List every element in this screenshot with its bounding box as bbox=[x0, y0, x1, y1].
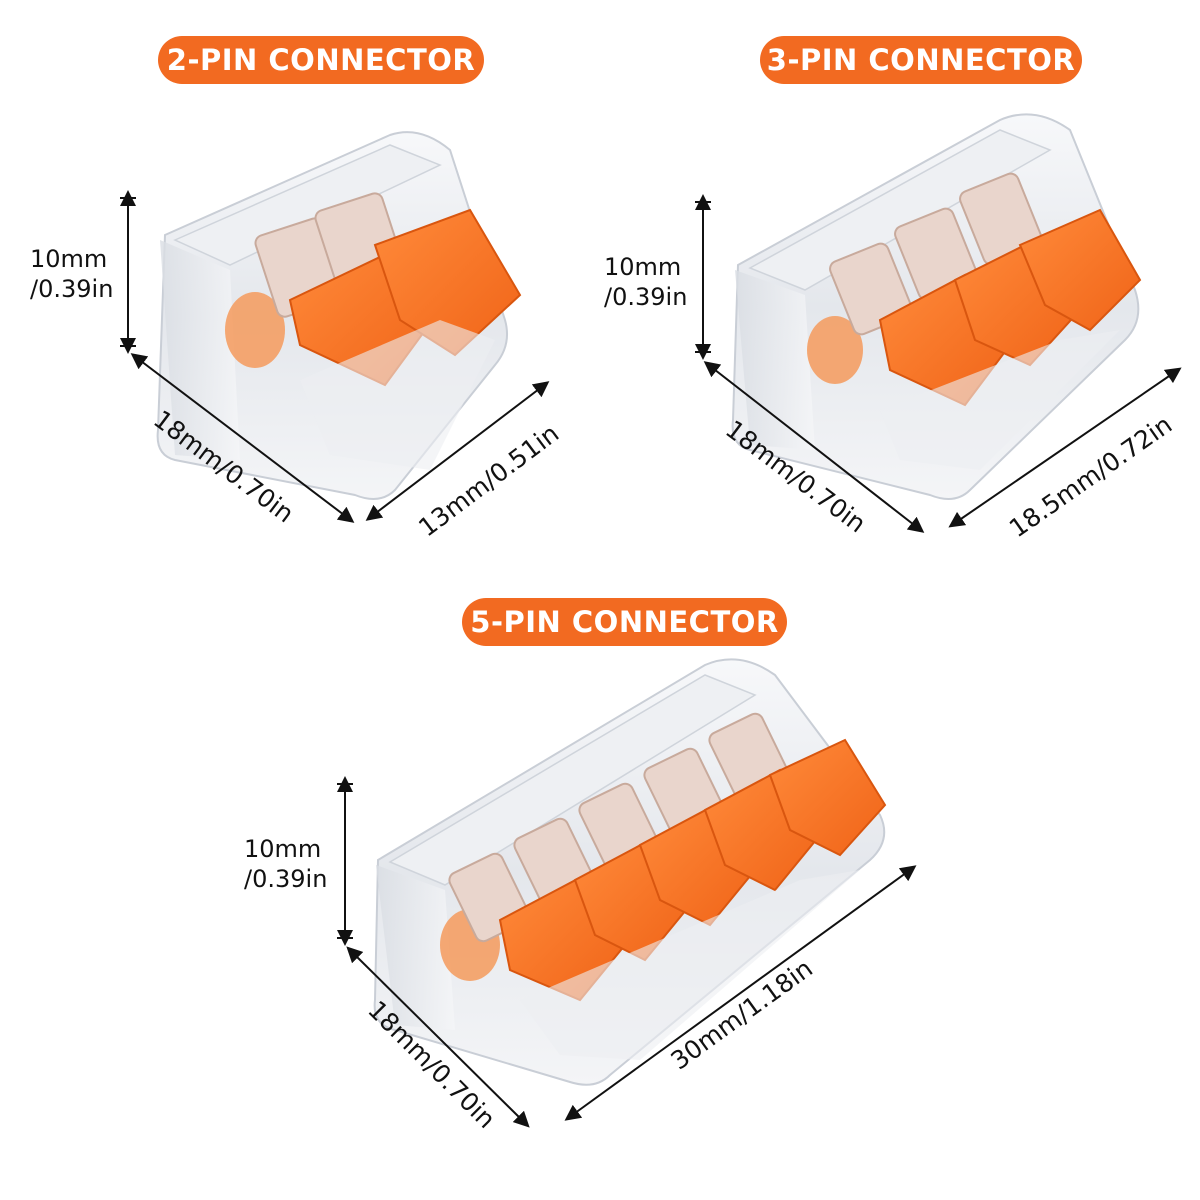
badge-2-pin: 2-PIN CONNECTOR bbox=[158, 36, 484, 84]
badge-3-pin: 3-PIN CONNECTOR bbox=[760, 36, 1082, 84]
badge-5-pin: 5-PIN CONNECTOR bbox=[462, 598, 787, 646]
height-label-2-pin: 10mm /0.39in bbox=[30, 245, 114, 303]
height-label-3-pin: 10mm /0.39in bbox=[604, 253, 688, 311]
connector-5-pin bbox=[373, 658, 887, 1086]
height-label-5-pin: 10mm /0.39in bbox=[244, 835, 328, 893]
dimension-lines bbox=[120, 190, 1182, 1128]
connector-3-pin bbox=[731, 113, 1142, 500]
